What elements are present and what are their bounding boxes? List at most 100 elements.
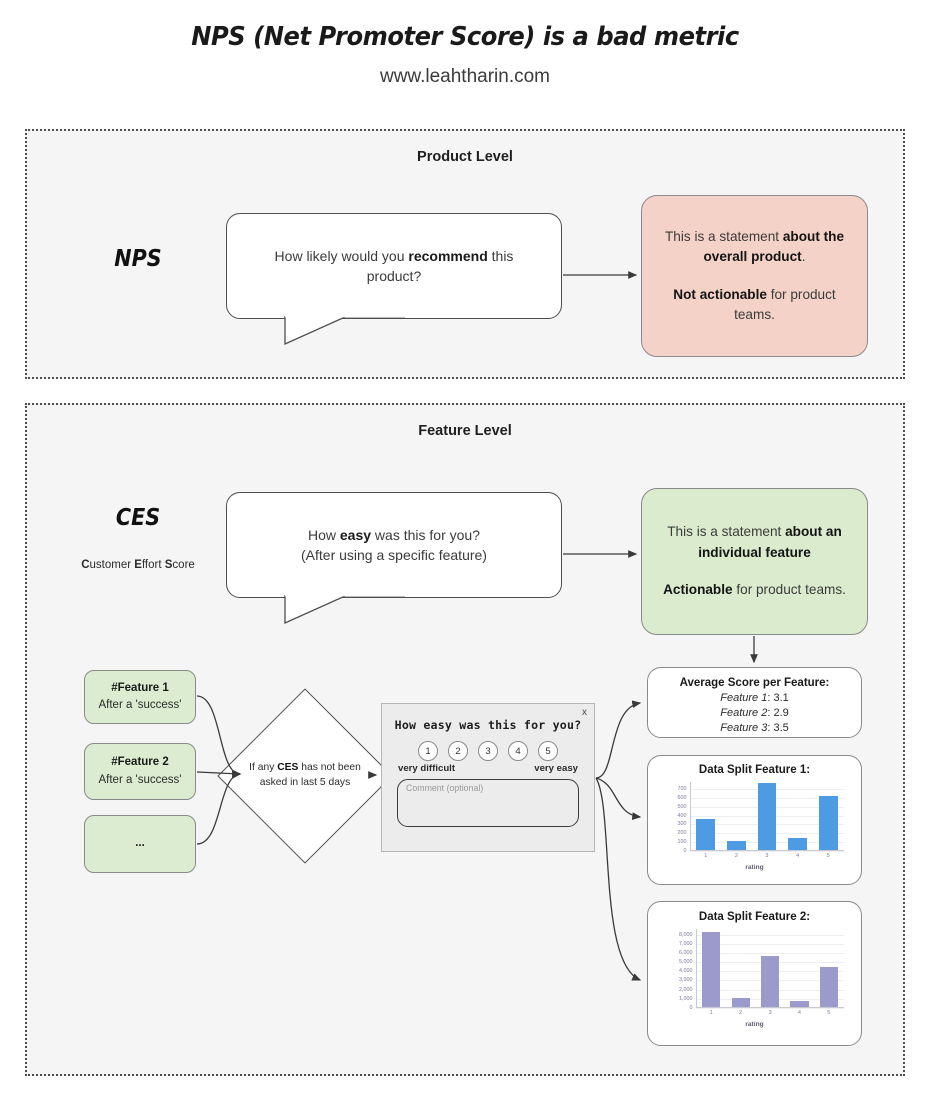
y-tick-label: 700 bbox=[677, 786, 687, 793]
bar-slot bbox=[813, 782, 844, 850]
chart-2-title: Data Split Feature 2: bbox=[698, 911, 811, 923]
feature-chip-2-sub: After a 'success' bbox=[98, 773, 182, 786]
rating-option-2[interactable]: 2 bbox=[448, 741, 468, 761]
chart-2-xlabel: rating bbox=[745, 1021, 764, 1028]
feature-chip-2[interactable]: #Feature 2 After a 'success' bbox=[84, 743, 196, 800]
x-tick-label: 4 bbox=[797, 1010, 801, 1016]
bar-slot bbox=[721, 782, 752, 850]
bar bbox=[702, 931, 721, 1007]
x-tick-label: 1 bbox=[704, 853, 708, 859]
bar-slot bbox=[752, 782, 783, 850]
feature-chip-3[interactable]: ... bbox=[84, 815, 196, 873]
ces-statement-box: This is a statement about an individual … bbox=[641, 488, 868, 635]
bar bbox=[757, 783, 777, 850]
bar bbox=[818, 795, 838, 850]
page-subtitle: www.leahtharin.com bbox=[379, 66, 551, 87]
ces-question-bubble: How easy was this for you? (After using … bbox=[226, 492, 562, 625]
feature-chip-1-sub: After a 'success' bbox=[98, 699, 182, 711]
y-tick-label: 4,000 bbox=[679, 968, 693, 975]
ces-statement-line2: Actionable for product teams. bbox=[663, 582, 846, 598]
y-tick-label: 1,000 bbox=[679, 995, 693, 1002]
x-tick-labels: 1 2 3 4 5 bbox=[691, 853, 844, 859]
y-tick-label: 400 bbox=[677, 812, 687, 819]
bar-slot bbox=[697, 929, 726, 1007]
x-tick-label: 1 bbox=[709, 1010, 713, 1016]
y-tick-label: 0 bbox=[689, 1005, 693, 1011]
x-tick-label: 2 bbox=[734, 853, 738, 859]
nps-statement-box: This is a statement about the overall pr… bbox=[641, 195, 868, 357]
bar-slot bbox=[785, 929, 814, 1007]
chart-card-feature-2: Data Split Feature 2: 0 1,000 2,000 3,000 4,… bbox=[647, 901, 862, 1046]
bar-series bbox=[697, 929, 844, 1007]
bar-slot bbox=[782, 782, 813, 850]
comment-input[interactable]: Comment (optional) bbox=[397, 779, 579, 827]
y-tick-label: 300 bbox=[677, 821, 687, 828]
gridline bbox=[689, 851, 844, 852]
x-tick-label: 3 bbox=[765, 853, 769, 859]
close-icon[interactable]: x bbox=[582, 707, 587, 718]
y-tick-label: 500 bbox=[677, 803, 687, 810]
y-tick-label: 100 bbox=[677, 839, 687, 846]
rating-option-1[interactable]: 1 bbox=[418, 741, 438, 761]
feature-chip-1-title: #Feature 1 bbox=[111, 681, 169, 694]
feature-chip-1[interactable]: #Feature 1 After a 'success' bbox=[84, 670, 196, 724]
x-tick-label: 5 bbox=[827, 1010, 831, 1016]
average-score-row: Feature 2: 2.9 bbox=[720, 707, 789, 719]
rating-option-3[interactable]: 3 bbox=[478, 741, 498, 761]
rating-option-5[interactable]: 5 bbox=[538, 741, 558, 761]
y-tick-label: 600 bbox=[677, 794, 687, 801]
page-title: NPS (Net Promoter Score) is a bad metric bbox=[191, 22, 739, 52]
feature-level-title: Feature Level bbox=[418, 423, 512, 439]
bar-slot bbox=[691, 782, 722, 850]
bar-series bbox=[691, 782, 844, 850]
y-tick-label: 3,000 bbox=[679, 977, 693, 984]
bar bbox=[696, 819, 716, 850]
bar bbox=[731, 997, 750, 1007]
chart-1-xlabel: rating bbox=[745, 864, 764, 871]
gridline bbox=[695, 943, 844, 945]
nps-statement-line1: This is a statement about the overall pr… bbox=[664, 228, 845, 265]
survey-scale-legend: very difficult very easy bbox=[382, 761, 594, 774]
rating-option-4[interactable]: 4 bbox=[508, 741, 528, 761]
decision-text: If any CES has not been asked in last 5 … bbox=[249, 762, 361, 788]
average-score-card: Average Score per Feature: Feature 1: 3.… bbox=[647, 667, 862, 738]
survey-rating-options[interactable]: 1 2 3 4 5 bbox=[382, 741, 594, 761]
ces-expansion-label: Customer Effort Score bbox=[81, 559, 195, 571]
y-tick-label: 0 bbox=[683, 848, 687, 854]
bar bbox=[760, 955, 780, 1007]
x-tick-label: 5 bbox=[826, 853, 830, 859]
scale-legend-left: very difficult bbox=[398, 763, 456, 774]
bar bbox=[790, 1001, 809, 1007]
gridline bbox=[695, 934, 844, 936]
average-score-title: Average Score per Feature: bbox=[679, 677, 830, 689]
y-tick-label: 200 bbox=[677, 830, 687, 837]
ces-question-text: How easy was this for you? (After using … bbox=[301, 526, 487, 563]
product-level-title: Product Level bbox=[417, 149, 513, 165]
bar-slot bbox=[814, 929, 843, 1007]
feature-chip-3-title: ... bbox=[135, 837, 145, 850]
y-tick-label: 8,000 bbox=[679, 931, 693, 938]
y-axis bbox=[689, 782, 691, 851]
y-tick-label: 5,000 bbox=[679, 959, 693, 966]
x-tick-label: 2 bbox=[739, 1010, 743, 1016]
feature-chip-2-title: #Feature 2 bbox=[111, 756, 169, 769]
bar-slot bbox=[755, 929, 784, 1007]
x-axis bbox=[689, 850, 844, 851]
bubble-tail-icon bbox=[284, 314, 405, 346]
bar-slot bbox=[726, 929, 755, 1007]
x-tick-label: 4 bbox=[796, 853, 800, 859]
bar bbox=[726, 840, 746, 850]
survey-widget[interactable]: x How easy was this for you? 1 2 3 4 5 v… bbox=[381, 703, 595, 852]
bar bbox=[819, 966, 838, 1007]
scale-legend-right: very easy bbox=[534, 763, 578, 774]
survey-question: How easy was this for you? bbox=[394, 718, 582, 732]
y-axis bbox=[695, 929, 697, 1008]
gridline bbox=[695, 1008, 844, 1009]
y-tick-label: 2,000 bbox=[679, 986, 693, 993]
x-axis bbox=[695, 1007, 844, 1008]
